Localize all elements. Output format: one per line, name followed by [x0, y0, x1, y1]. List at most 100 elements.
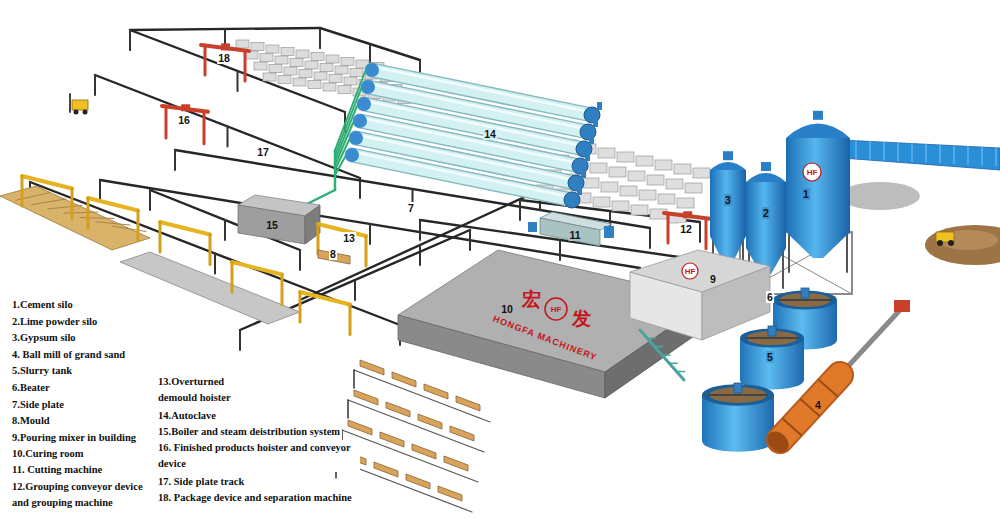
- brand-watermark: 发: [572, 308, 591, 328]
- aerated-block: [284, 67, 297, 75]
- callout-number: 18: [217, 52, 231, 64]
- callout-number: 8: [329, 248, 337, 260]
- callout-number: 3: [724, 194, 732, 206]
- aerated-block: [281, 48, 294, 56]
- aerated-block: [674, 164, 691, 174]
- aerated-block: [582, 178, 599, 188]
- aerated-block: [609, 167, 626, 177]
- callout-number: 6: [766, 291, 774, 303]
- mould: [392, 372, 416, 387]
- tank-bridge: [709, 394, 767, 396]
- silo-dome: [746, 173, 786, 182]
- gantry-leg: [231, 262, 234, 292]
- aerated-block: [636, 156, 653, 166]
- stair-step: [669, 362, 677, 364]
- crane-trolley: [181, 104, 190, 111]
- callout-number: 2: [762, 207, 770, 219]
- key-entry: 2.Lime powder silo: [10, 314, 99, 330]
- gantry-leg: [299, 292, 302, 322]
- stair-step: [662, 354, 670, 356]
- aerated-block: [308, 81, 321, 89]
- autoclave-highlight: [354, 152, 570, 197]
- valve: [597, 102, 602, 110]
- support-column: [129, 30, 131, 50]
- support-column: [99, 180, 101, 200]
- support-column: [559, 240, 561, 260]
- aerated-block: [293, 78, 306, 86]
- callout-number: 4: [814, 399, 822, 411]
- aerated-block: [290, 59, 303, 67]
- belt-stripe: [912, 144, 913, 162]
- support-column: [227, 127, 229, 147]
- wheel: [948, 240, 954, 246]
- roller: [96, 222, 130, 225]
- aerated-block: [612, 201, 629, 211]
- wheel: [74, 110, 79, 115]
- logo-mark: HF: [685, 267, 696, 276]
- steel-beam: [30, 182, 400, 325]
- aerated-block: [693, 168, 710, 178]
- silo-body: [746, 182, 786, 248]
- building-roof: [630, 250, 770, 292]
- gantry-beam: [232, 262, 282, 275]
- callout-number: 1: [802, 188, 810, 200]
- aerated-block: [314, 72, 327, 80]
- gantry-leg: [137, 211, 140, 241]
- valve: [589, 136, 594, 144]
- belt-stripe: [884, 142, 885, 160]
- roller: [64, 212, 98, 213]
- stair-step: [677, 371, 685, 373]
- valve: [585, 153, 590, 161]
- key-entry: 10.Curing room: [10, 446, 86, 462]
- mould: [374, 462, 398, 477]
- crane-leg: [203, 112, 206, 144]
- mould: [380, 432, 404, 447]
- aerated-block: [278, 76, 291, 84]
- tank-base: [702, 430, 774, 452]
- wheel: [83, 110, 88, 115]
- belt-stripe: [870, 141, 871, 159]
- tank-bridge: [746, 337, 797, 339]
- mould: [348, 420, 372, 435]
- crane-leg: [244, 51, 247, 81]
- cutting-machine: [540, 218, 600, 246]
- machine-part: [604, 226, 614, 238]
- support-column: [94, 75, 96, 95]
- support-column: [319, 28, 321, 48]
- aerated-block: [341, 58, 354, 66]
- mill-ring: [819, 380, 837, 396]
- gantry-leg: [87, 198, 90, 228]
- valve: [577, 187, 582, 195]
- ball-mill-shell: [780, 375, 840, 440]
- support-column: [224, 220, 226, 240]
- rack-post: [347, 400, 349, 418]
- callout-number: 12: [679, 223, 693, 235]
- valve: [581, 170, 586, 178]
- roller: [32, 199, 66, 205]
- aerated-block: [260, 54, 273, 62]
- mould: [444, 456, 468, 471]
- steam-pipe: [335, 157, 345, 175]
- crane-leg: [667, 213, 670, 243]
- belt-stripe: [968, 146, 969, 164]
- key-entry: 7.Side plate: [10, 397, 66, 413]
- aerated-block: [263, 73, 276, 81]
- callout-number: 17: [256, 146, 270, 158]
- support-column: [239, 330, 241, 350]
- callout-number: 14: [483, 128, 497, 140]
- silo-dome: [710, 162, 746, 170]
- roller: [48, 206, 82, 209]
- stair: [640, 330, 684, 380]
- mould: [424, 384, 448, 399]
- aerated-block: [251, 43, 264, 51]
- forklift-body: [72, 100, 88, 110]
- steam-pipe: [305, 190, 335, 205]
- gantry-beam: [88, 198, 138, 211]
- callout-number: 11: [568, 229, 581, 241]
- aerated-block: [338, 86, 351, 94]
- silo-leg: [788, 232, 790, 272]
- aerated-block: [311, 53, 324, 61]
- autoclave-end: [349, 131, 363, 145]
